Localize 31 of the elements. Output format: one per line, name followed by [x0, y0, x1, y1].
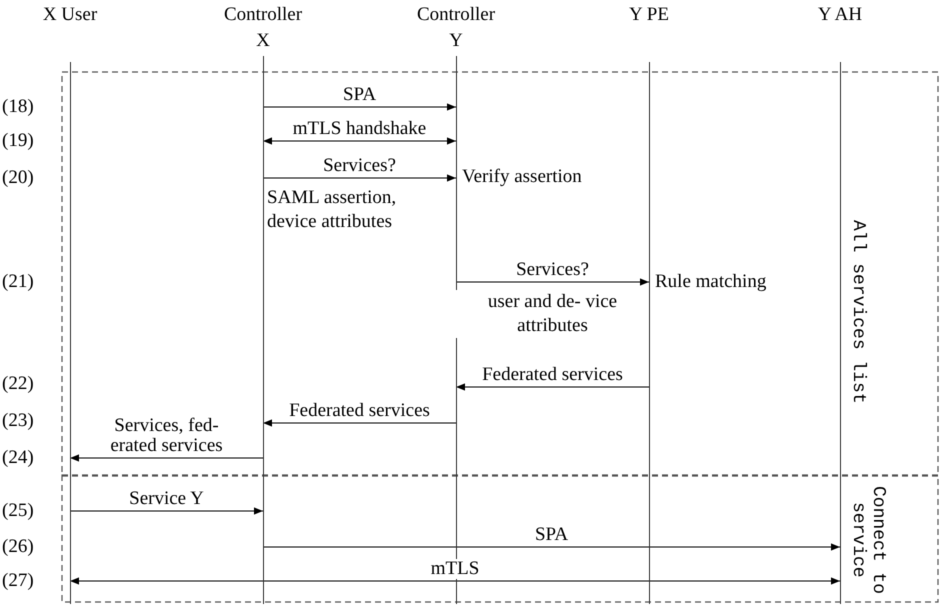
- step-number: (21): [2, 270, 34, 294]
- step-number: (27): [2, 569, 34, 593]
- message-arrow: [263, 103, 456, 111]
- participant-label: X User: [42, 3, 98, 27]
- message-arrow: [70, 577, 840, 585]
- message-arrow: [263, 419, 456, 427]
- frame-title: Connect to service: [848, 485, 888, 595]
- note-text: SAML assertion, device attributes: [267, 186, 398, 234]
- step-number: (24): [2, 446, 34, 470]
- step-number: (23): [2, 409, 34, 433]
- participant-label: Controller X: [224, 3, 302, 53]
- message-arrow: [263, 137, 456, 145]
- note-text: Verify assertion: [462, 165, 582, 189]
- step-number: (26): [2, 535, 34, 559]
- step-number: (19): [2, 129, 34, 153]
- step-number: (25): [2, 499, 34, 523]
- message-arrow: [456, 383, 649, 391]
- note-text: Rule matching: [655, 270, 766, 294]
- message-arrow: [70, 507, 263, 515]
- step-number: (20): [2, 166, 34, 190]
- participant-label: Y PE: [629, 3, 669, 27]
- message-arrow: [263, 543, 840, 551]
- participant-label: Controller Y: [416, 3, 496, 53]
- message-arrow: [70, 454, 263, 462]
- frame-title: All services list: [848, 219, 868, 406]
- step-number: (22): [2, 372, 34, 396]
- message-arrow: [263, 174, 456, 182]
- message-label: mTLS: [428, 559, 482, 579]
- participant-label: Y AH: [818, 3, 862, 27]
- message-arrow: [456, 278, 649, 286]
- step-number: (18): [2, 95, 34, 119]
